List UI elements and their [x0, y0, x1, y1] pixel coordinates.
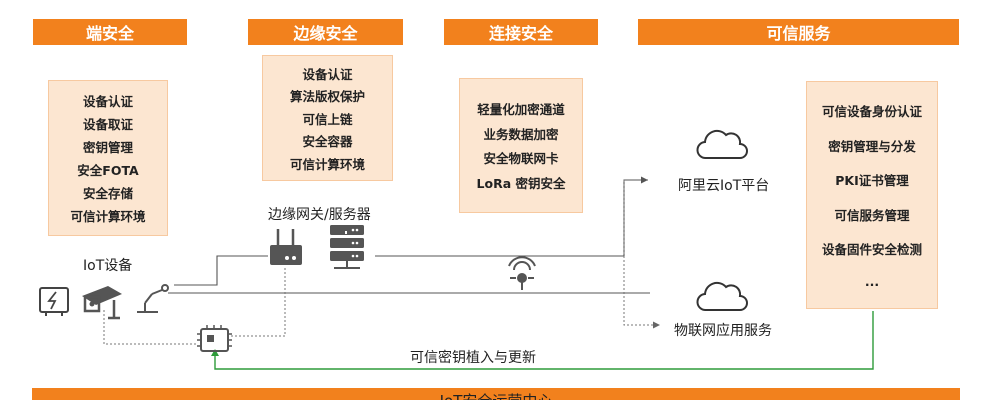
edge-security-item: 可信计算环境	[289, 156, 365, 172]
header-edge-security: 边缘安全	[248, 19, 403, 45]
arrowhead-platform	[641, 176, 648, 184]
trusted-service-item: 可信服务管理	[834, 207, 910, 223]
device-to-gateway-line	[174, 255, 268, 286]
endpoint-security-item: 密钥管理	[82, 140, 133, 155]
server-icon	[330, 225, 364, 269]
cloud-icon-app-service	[696, 281, 748, 311]
edge-security-panel: 设备认证算法版权保护可信上链安全容器可信计算环境	[262, 55, 393, 181]
connection-security-item: 业务数据加密	[483, 126, 559, 142]
gateway-to-platform-line	[375, 179, 648, 257]
robot-arm-icon	[137, 284, 169, 313]
trusted-service-item: 设备固件安全检测	[821, 242, 922, 258]
connection-security-panel: 轻量化加密通道业务数据加密安全物联网卡 LoRa 密钥安全	[459, 78, 583, 213]
meter-icon	[39, 287, 69, 316]
iot-app-service-label: 物联网应用服务	[674, 323, 772, 339]
connection-security-item: LoRa 密钥安全	[476, 176, 566, 192]
key-injection-line	[214, 311, 874, 370]
endpoint-security-item: 设备取证	[82, 117, 133, 132]
endpoint-security-item: 可信计算环境	[70, 209, 146, 224]
header-connection-security: 连接安全	[444, 19, 598, 45]
connection-security-item: 安全物联网卡	[483, 151, 559, 167]
security-ops-center-bar: IoT安全运营中心	[32, 388, 960, 400]
router-icon	[270, 229, 302, 265]
endpoint-security-item: 设备认证	[82, 94, 133, 109]
endpoint-security-item: 安全FOTA	[77, 163, 139, 178]
cloud-icon-platform	[696, 129, 748, 159]
edge-security-item: 安全容器	[302, 134, 353, 149]
chip-icon	[197, 325, 232, 352]
iot-device-label: IoT设备	[83, 258, 133, 274]
trusted-services-panel: 可信设备身份认证密钥管理与分发 PKI证书管理可信服务管理设备固件安全检测...	[806, 81, 938, 309]
device-to-chip-dotted-line	[103, 310, 197, 345]
edge-gateway-label: 边缘网关/服务器	[268, 207, 371, 223]
arrowhead-chip	[211, 349, 219, 356]
camera-icon	[82, 286, 122, 320]
trusted-service-item: PKI证书管理	[835, 173, 909, 189]
header-endpoint-security: 端安全	[33, 19, 187, 45]
edge-security-item: 算法版权保护	[289, 89, 365, 104]
trusted-service-item: ...	[864, 273, 880, 289]
key-injection-label: 可信密钥植入与更新	[410, 350, 536, 366]
header-trusted-services: 可信服务	[638, 19, 959, 45]
cloud-platform-label: 阿里云IoT平台	[678, 178, 770, 194]
arrowhead-app	[653, 321, 660, 329]
connection-security-item: 轻量化加密通道	[477, 101, 565, 117]
platform-to-app-dotted-line	[623, 180, 656, 326]
wireless-signal-icon	[508, 256, 536, 290]
trusted-service-item: 可信设备身份认证	[821, 104, 922, 120]
endpoint-security-panel: 设备认证设备取证密钥管理安全FOTA 安全存储可信计算环境	[48, 80, 168, 236]
trusted-service-item: 密钥管理与分发	[828, 138, 916, 154]
endpoint-security-item: 安全存储	[82, 186, 133, 201]
edge-security-item: 设备认证	[302, 66, 353, 82]
edge-security-item: 可信上链	[302, 111, 353, 127]
